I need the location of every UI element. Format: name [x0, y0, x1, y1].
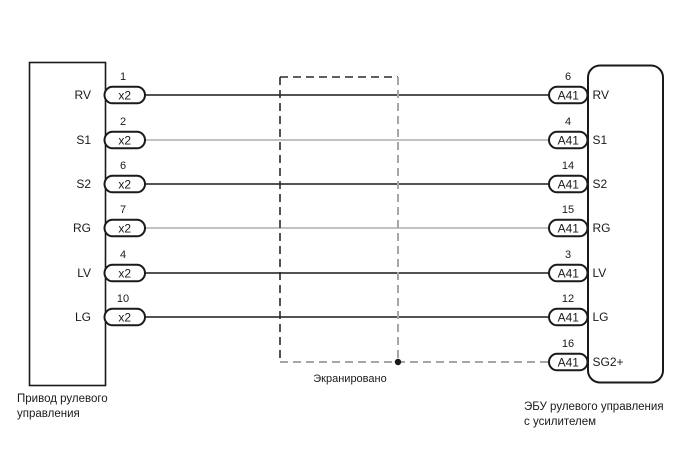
- right-component-caption-line2: с усилителем: [524, 416, 596, 428]
- left-signal-label: RV: [75, 88, 91, 102]
- left-pin-oval: [103, 130, 146, 150]
- right-pin-oval: [548, 85, 589, 105]
- right-pin-number: 16: [562, 338, 574, 350]
- left-signal-label: S1: [76, 133, 91, 147]
- left-connector-label: x2: [118, 133, 131, 147]
- left-pin-number: 6: [120, 160, 126, 172]
- left-signal-label: LG: [75, 310, 91, 324]
- left-connector-label: x2: [118, 266, 131, 280]
- right-pin-number: 14: [562, 160, 574, 172]
- right-connector-label: A41: [558, 221, 580, 235]
- left-signal-label: RG: [73, 221, 91, 235]
- left-pin-oval: [103, 174, 146, 194]
- right-connector-label: A41: [558, 355, 580, 369]
- left-pin-number: 10: [117, 293, 129, 305]
- right-pin-number: 12: [562, 293, 574, 305]
- right-signal-label: RV: [593, 88, 609, 102]
- right-connector-label: A41: [558, 88, 580, 102]
- left-pin-oval: [103, 85, 146, 105]
- wire-row-s1: S1 x2 2 A41 4 S1: [76, 116, 608, 150]
- right-connector-label: A41: [558, 266, 580, 280]
- wire-row-rv: RV x2 1 A41 6 RV: [75, 71, 609, 105]
- right-pin-number: 6: [565, 71, 571, 83]
- left-pin-number: 4: [120, 249, 126, 261]
- right-pin-oval: [548, 307, 589, 327]
- right-pin-oval: [548, 263, 589, 283]
- wire-row-rg: RG x2 7 A41 15 RG: [73, 204, 611, 238]
- right-pin-number: 15: [562, 204, 574, 216]
- left-connector-label: x2: [118, 177, 131, 191]
- right-pin-oval: [548, 218, 589, 238]
- right-signal-label: RG: [593, 221, 611, 235]
- left-pin-number: 1: [120, 71, 126, 83]
- left-signal-label: S2: [76, 177, 91, 191]
- left-connector-label: x2: [118, 88, 131, 102]
- left-pin-number: 2: [120, 116, 126, 128]
- left-pin-oval: [103, 307, 146, 327]
- left-component-box: [28, 61, 107, 387]
- shield-box: Экранировано: [279, 76, 550, 385]
- right-signal-label: LV: [593, 266, 607, 280]
- left-component-caption-line1: Привод рулевого: [17, 393, 108, 405]
- left-connector-label: x2: [118, 310, 131, 324]
- shield-label: Экранировано: [313, 373, 386, 385]
- wire-row-s2: S2 x2 6 A41 14 S2: [76, 160, 608, 194]
- right-connector-label: A41: [558, 310, 580, 324]
- right-signal-label: S2: [593, 177, 608, 191]
- left-pin-oval: [103, 263, 146, 283]
- right-signal-label: LG: [593, 310, 609, 324]
- right-signal-label: S1: [593, 133, 608, 147]
- left-pin-oval: [103, 218, 146, 238]
- wire-row-lv: LV x2 4 A41 3 LV: [77, 249, 607, 283]
- wire-row-sg2: A41 16 SG2+: [548, 338, 624, 372]
- wire-row-lg: LG x2 10 A41 12 LG: [75, 293, 609, 327]
- right-pin-number: 4: [565, 116, 571, 128]
- component-captions: Привод рулевого управления ЭБУ рулевого …: [17, 393, 664, 428]
- right-pin-oval: [548, 352, 589, 372]
- left-connector-label: x2: [118, 221, 131, 235]
- right-component-box: [587, 64, 664, 384]
- right-pin-number: 3: [565, 249, 571, 261]
- right-component-caption-line1: ЭБУ рулевого управления: [524, 401, 664, 413]
- right-pin-oval: [548, 130, 589, 150]
- right-connector-label: A41: [558, 133, 580, 147]
- left-pin-number: 7: [120, 204, 126, 216]
- right-signal-label: SG2+: [593, 355, 624, 369]
- right-pin-oval: [548, 174, 589, 194]
- shield-junction-dot: [394, 358, 402, 366]
- right-connector-label: A41: [558, 177, 580, 191]
- left-component-caption-line2: управления: [17, 408, 80, 420]
- left-signal-label: LV: [77, 266, 91, 280]
